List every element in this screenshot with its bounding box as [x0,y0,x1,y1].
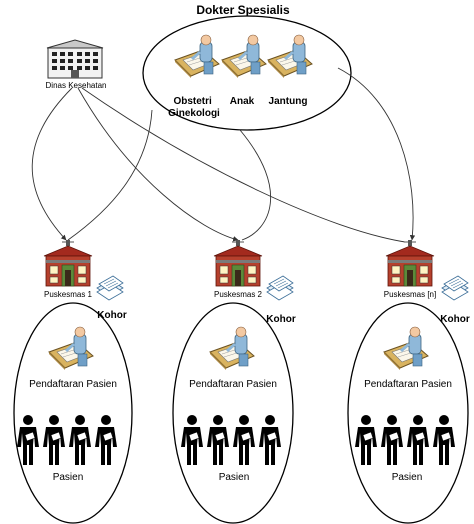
puskesmas-n-icon [385,239,435,287]
registration-2-icon [208,325,256,372]
patient-icon [258,414,282,466]
specialist-icon-anak [220,33,268,80]
specialists-group [142,15,352,131]
patient-icon [380,414,404,466]
dinas-kesehatan-label: Dinas Kesehatan [46,81,107,90]
registration-n-label: Pendaftaran Pasien [364,379,452,390]
patient-icon [354,414,378,466]
kohor-2-docs-icon [266,275,294,301]
patient-icon [68,414,92,466]
kohor-1-label: Kohor [97,310,127,321]
patient-icon [180,414,204,466]
specialist-label-jantung: Jantung [269,96,308,107]
patient-icon [406,414,430,466]
registration-1-label: Pendaftaran Pasien [29,379,117,390]
puskesmas-2-icon [213,239,263,287]
diagram-title: Dokter Spesialis [196,3,290,17]
kohor-n-docs-icon [441,275,469,301]
link-specialists-puskesmas1 [67,109,153,241]
patient-icon [16,414,40,466]
patients-n-label: Pasien [392,472,423,483]
puskesmas-n-area [347,302,469,524]
registration-1-icon [47,325,95,372]
puskesmas-1-area [13,302,133,524]
patient-icon [206,414,230,466]
patients-2-label: Pasien [219,472,250,483]
patient-icon [94,414,118,466]
specialist-icon-obstetri [173,33,221,80]
puskesmas-2-area [172,302,294,524]
link-specialists-puskesmasn [337,67,416,241]
puskesmas-1-icon [43,239,93,287]
puskesmas-2-label: Puskesmas 2 [214,290,263,299]
registration-n-icon [382,325,430,372]
patient-icon [232,414,256,466]
link-dinas-puskesmasn [81,87,406,243]
specialist-label-obstetri: Obstetri Ginekologi [168,96,220,119]
patients-1-label: Pasien [53,472,84,483]
patient-icon [42,414,66,466]
connection-lines [31,67,416,243]
kohor-2-label: Kohor [266,314,296,325]
kohor-1-docs-icon [96,275,124,301]
puskesmas-n-label: Puskesmas [n] [384,290,436,299]
specialist-icon-jantung [266,33,314,80]
link-specialists-puskesmas2 [239,129,272,241]
registration-2-label: Pendaftaran Pasien [189,379,277,390]
kohor-n-label: Kohor [440,314,470,325]
puskesmas-1-label: Puskesmas 1 [44,290,93,299]
dinas-kesehatan-icon [46,39,104,79]
link-dinas-puskesmas1 [31,87,73,241]
patient-icon [432,414,456,466]
link-dinas-puskesmas2 [77,87,239,242]
specialist-label-anak: Anak [230,96,255,107]
